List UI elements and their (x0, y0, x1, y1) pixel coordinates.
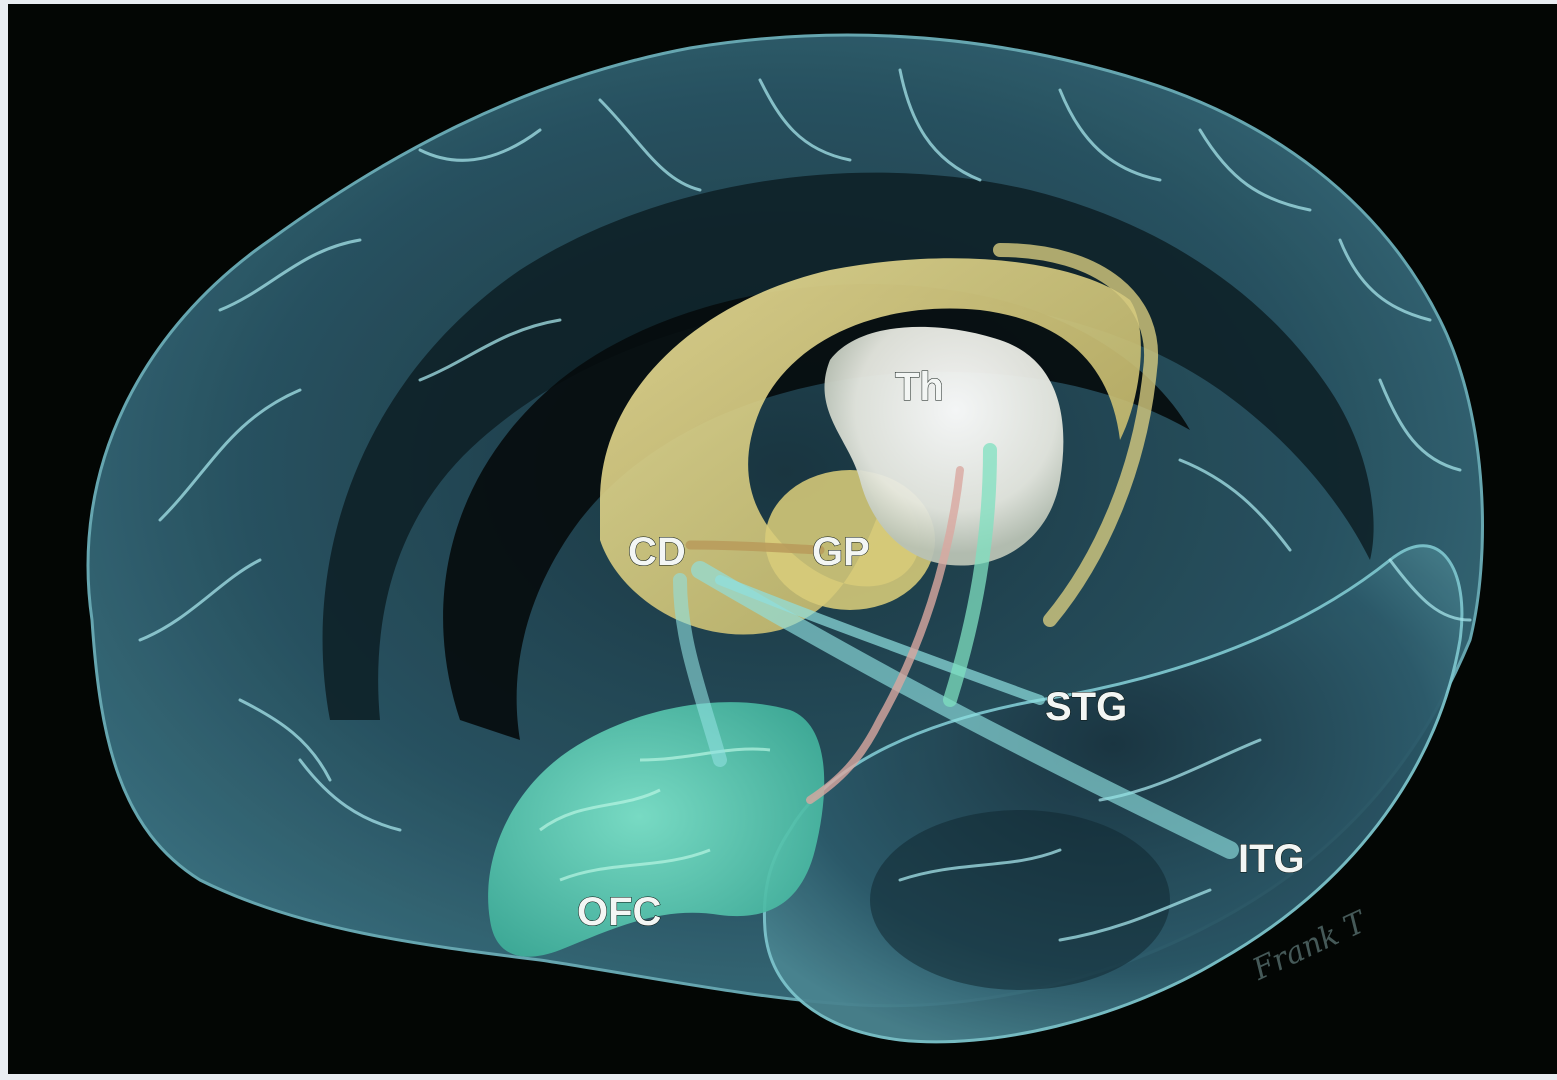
label-ofc: OFC (577, 890, 661, 934)
label-itg: ITG (1238, 837, 1305, 881)
label-gp: GP (812, 530, 870, 574)
label-cd: CD (628, 530, 686, 574)
temporal-lobe-shading (870, 810, 1170, 990)
label-stg: STG (1045, 685, 1127, 729)
pathway-cd-gp (690, 545, 820, 550)
label-th: Th (895, 365, 944, 409)
